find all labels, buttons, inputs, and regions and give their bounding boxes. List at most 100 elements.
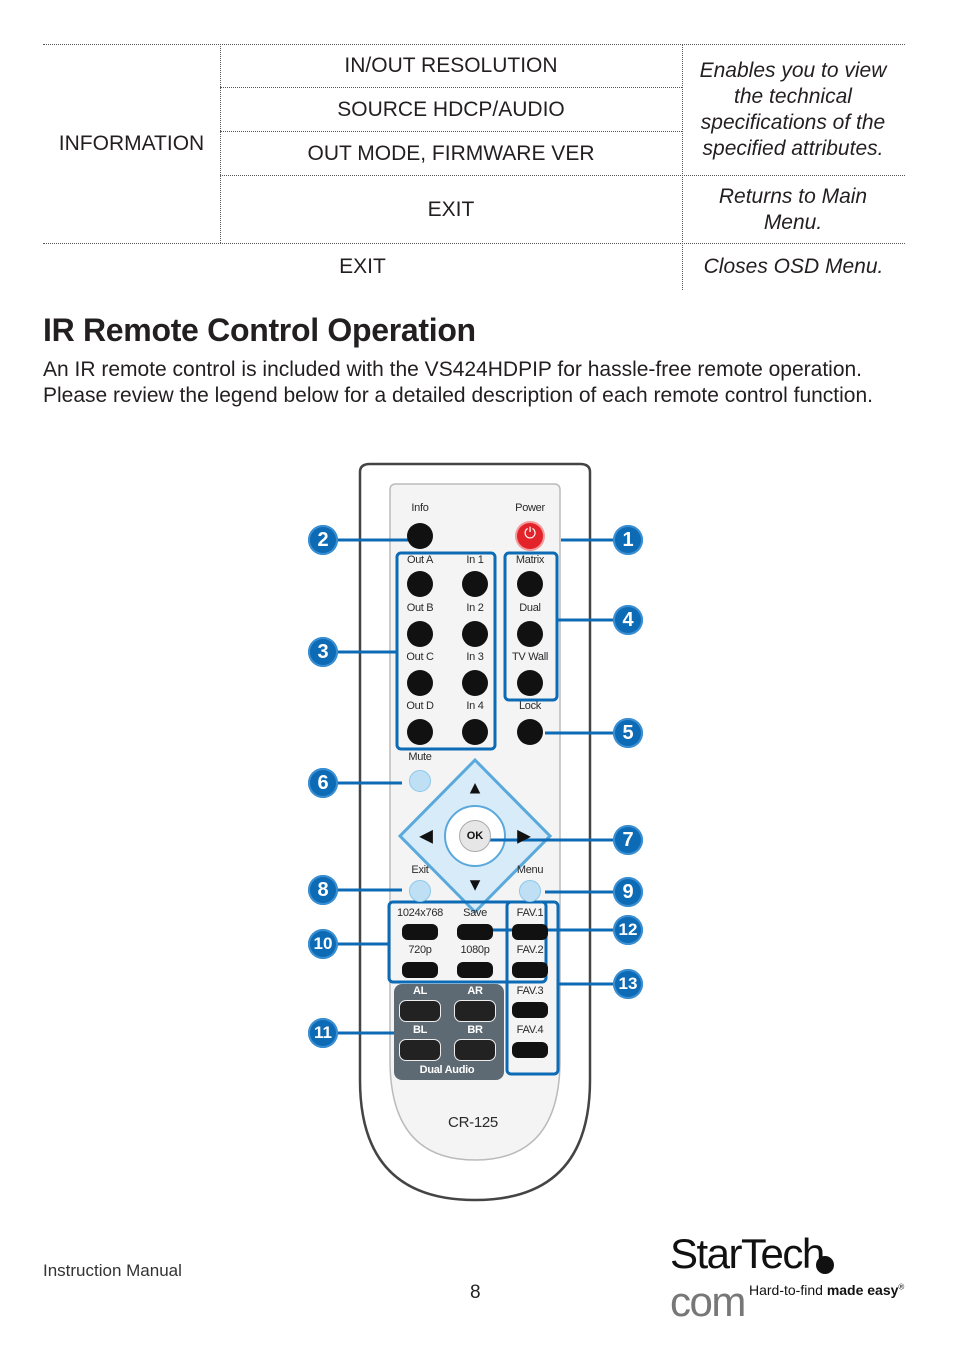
- al-button[interactable]: [399, 1000, 441, 1022]
- out-a-label: Out A: [406, 554, 434, 566]
- dual-audio-label: Dual Audio: [419, 1064, 475, 1076]
- ir-remote-illustration: Info Power Out A In 1 Matrix Out B In 2 …: [300, 460, 660, 1220]
- exit-button[interactable]: [409, 880, 431, 902]
- information-description: Enables you to view the technical specif…: [699, 59, 887, 160]
- information-exit-description: Returns to Main Menu.: [718, 185, 868, 234]
- fav1-label: FAV.1: [516, 907, 544, 919]
- res-1024-label: 1024x768: [397, 907, 443, 919]
- tv-wall-label: TV Wall: [512, 651, 548, 663]
- fav2-button[interactable]: [512, 962, 548, 978]
- table-rule-top: [43, 44, 905, 45]
- in-2-button[interactable]: [462, 621, 488, 647]
- out-b-button[interactable]: [407, 621, 433, 647]
- callout-12: 12: [613, 915, 643, 945]
- power-button[interactable]: [517, 523, 543, 549]
- exit-description: Closes OSD Menu.: [703, 255, 884, 278]
- row-source-hdcp-audio: SOURCE HDCP/AUDIO: [337, 98, 565, 121]
- in-4-label: In 4: [466, 700, 484, 712]
- callout-2: 2: [308, 525, 338, 555]
- lock-button[interactable]: [517, 719, 543, 745]
- callout-5: 5: [613, 718, 643, 748]
- out-d-button[interactable]: [407, 719, 433, 745]
- mute-button[interactable]: [409, 770, 431, 792]
- in-3-label: In 3: [466, 651, 484, 663]
- power-label: Power: [515, 502, 545, 514]
- save-button[interactable]: [457, 924, 493, 940]
- matrix-label: Matrix: [515, 554, 545, 566]
- information-label: INFORMATION: [58, 131, 205, 155]
- table-rule: [220, 87, 682, 88]
- callout-11: 11: [308, 1018, 338, 1048]
- page-number: 8: [470, 1282, 481, 1303]
- table-column-rule: [682, 44, 683, 290]
- logo-dot-icon: [816, 1256, 834, 1274]
- bl-button[interactable]: [399, 1039, 441, 1061]
- osd-menu-table: INFORMATION IN/OUT RESOLUTION SOURCE HDC…: [43, 44, 905, 290]
- callout-3: 3: [308, 637, 338, 667]
- logo-com: com: [670, 1278, 746, 1325]
- left-arrow-icon[interactable]: ◀: [419, 825, 433, 846]
- table-rule: [220, 175, 905, 176]
- res-720-label: 720p: [408, 944, 432, 956]
- up-arrow-icon[interactable]: ▲: [466, 777, 484, 798]
- in-4-button[interactable]: [462, 719, 488, 745]
- fav1-button[interactable]: [512, 924, 548, 940]
- information-exit: EXIT: [427, 198, 475, 221]
- dual-button[interactable]: [517, 621, 543, 647]
- lock-label: Lock: [518, 700, 542, 712]
- table-rule: [43, 243, 905, 244]
- callout-9: 9: [613, 877, 643, 907]
- in-1-button[interactable]: [462, 571, 488, 597]
- save-label: Save: [463, 907, 487, 919]
- ar-button[interactable]: [454, 1000, 496, 1022]
- exit-item: EXIT: [339, 255, 386, 278]
- logo-tag-bold: made easy: [826, 1282, 899, 1298]
- info-label: Info: [411, 502, 429, 514]
- fav4-button[interactable]: [512, 1042, 548, 1058]
- logo-tag-plain: Hard-to-find: [749, 1282, 827, 1298]
- fav4-label: FAV.4: [516, 1024, 544, 1036]
- out-a-button[interactable]: [407, 571, 433, 597]
- startech-logo: StarTechcom Hard-to-find made easy®: [670, 1230, 910, 1325]
- res-1024-button[interactable]: [402, 924, 438, 940]
- logo-tagline: Hard-to-find made easy®: [749, 1282, 904, 1298]
- row-out-mode-firmware: OUT MODE, FIRMWARE VER: [307, 142, 595, 165]
- matrix-button[interactable]: [517, 571, 543, 597]
- callout-1: 1: [613, 525, 643, 555]
- br-label: BR: [467, 1024, 483, 1036]
- res-1080-label: 1080p: [460, 944, 490, 956]
- ar-label: AR: [467, 985, 483, 997]
- down-arrow-icon[interactable]: ▼: [466, 874, 484, 895]
- out-b-label: Out B: [406, 602, 434, 614]
- logo-trademark: ®: [898, 1282, 905, 1292]
- in-3-button[interactable]: [462, 670, 488, 696]
- tv-wall-button[interactable]: [517, 670, 543, 696]
- res-720-button[interactable]: [402, 962, 438, 978]
- info-button[interactable]: [407, 523, 433, 549]
- callout-7: 7: [613, 825, 643, 855]
- br-button[interactable]: [454, 1039, 496, 1061]
- callout-6: 6: [308, 768, 338, 798]
- res-1080-button[interactable]: [457, 962, 493, 978]
- table-column-rule: [220, 44, 221, 243]
- callout-4: 4: [613, 605, 643, 635]
- footer-manual-label: Instruction Manual: [43, 1261, 182, 1280]
- menu-button[interactable]: [519, 880, 541, 902]
- logo-wordmark: StarTechcom: [670, 1230, 910, 1326]
- intro-paragraph: An IR remote control is included with th…: [43, 358, 873, 407]
- row-in-out-resolution: IN/OUT RESOLUTION: [344, 54, 558, 77]
- callout-10: 10: [308, 929, 338, 959]
- exit-label: Exit: [411, 864, 429, 876]
- table-rule: [220, 131, 682, 132]
- menu-label: Menu: [516, 864, 544, 876]
- out-c-button[interactable]: [407, 670, 433, 696]
- dual-label: Dual: [519, 602, 541, 614]
- logo-main: StarTech: [670, 1230, 825, 1277]
- right-arrow-icon[interactable]: ▶: [517, 825, 531, 846]
- mute-label: Mute: [408, 751, 432, 763]
- in-2-label: In 2: [466, 602, 484, 614]
- fav3-button[interactable]: [512, 1002, 548, 1018]
- fav2-label: FAV.2: [516, 944, 544, 956]
- ok-button[interactable]: OK: [459, 820, 491, 852]
- callout-8: 8: [308, 875, 338, 905]
